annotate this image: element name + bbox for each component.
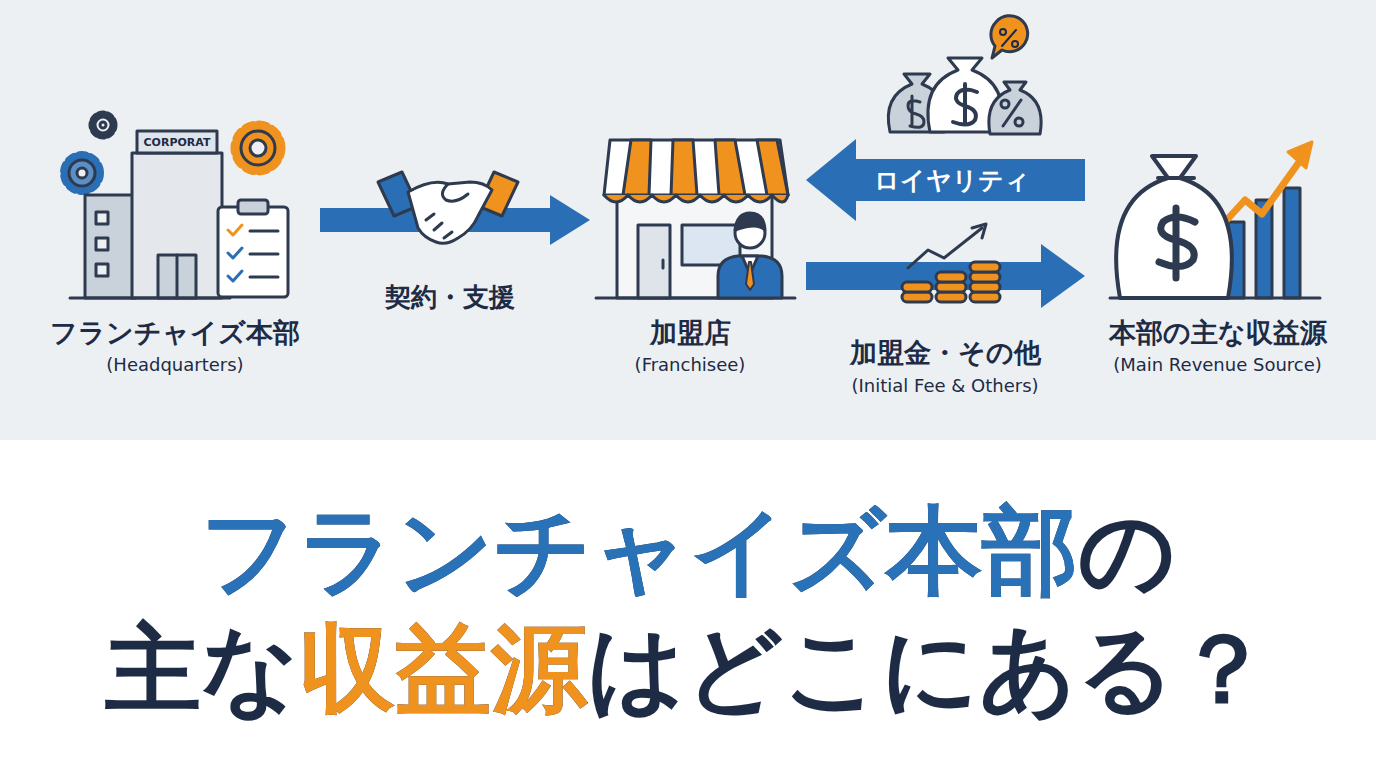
node-label-group: 本部の主な収益源(Main Revenue Source): [1085, 110, 1350, 377]
building-sign: CORPORAT: [144, 136, 211, 149]
node-subtitle: (Headquarters): [106, 352, 243, 377]
block-arrow: [806, 244, 1085, 308]
node-label-group: 加盟店(Franchisee): [590, 120, 790, 377]
node-title: フランチャイズ本部: [50, 315, 300, 350]
edge-sublabel: (Initial Fee & Others): [851, 375, 1038, 396]
edge-label: 契約・支援: [385, 280, 515, 315]
node-title: 加盟店: [650, 315, 731, 350]
block-arrow: [806, 139, 1085, 221]
edge-label: 加盟金・その他: [850, 335, 1041, 371]
heading: フランチャイズ本部の 主な収益源はどこにある？: [18, 492, 1358, 728]
node-subtitle: (Main Revenue Source): [1113, 352, 1322, 377]
node-subtitle: (Franchisee): [635, 352, 746, 377]
node-title: 本部の主な収益源: [1109, 315, 1327, 350]
edge-label: ロイヤリティ: [874, 164, 1030, 197]
